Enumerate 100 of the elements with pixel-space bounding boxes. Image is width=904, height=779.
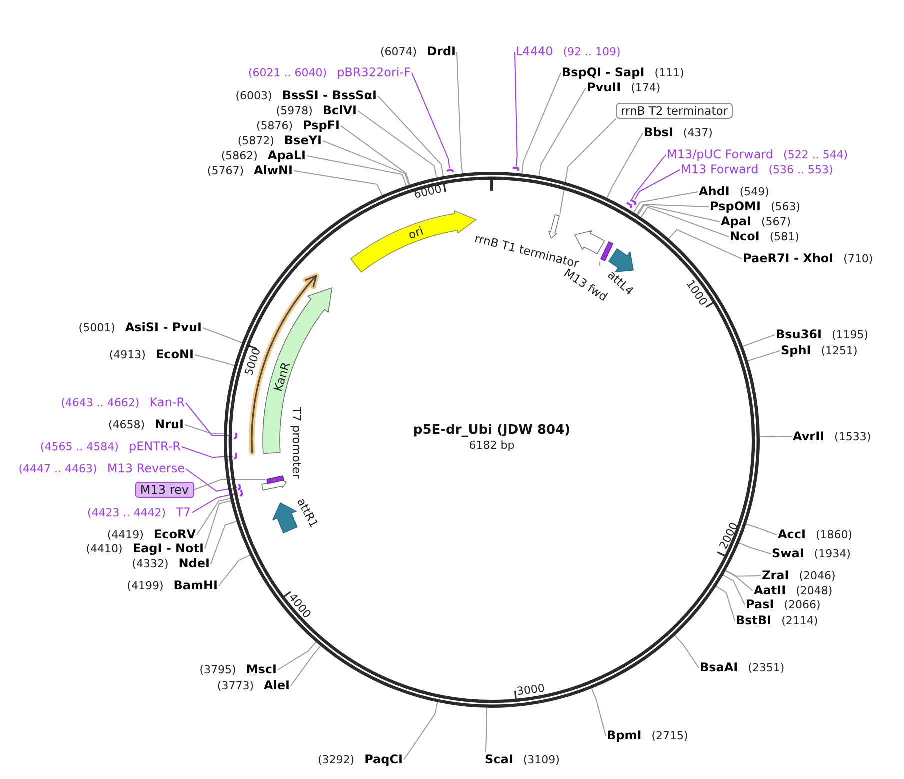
- cut-position: (3773): [217, 678, 254, 694]
- enzyme-name: ApaLI: [268, 148, 306, 164]
- leader-line: [606, 132, 644, 198]
- enzyme-name: PasI: [746, 598, 774, 612]
- primer-name: M13 Reverse: [107, 462, 185, 476]
- leader-line: [738, 542, 772, 554]
- enzyme-name: BpmI: [607, 728, 642, 744]
- cut-position: (4913): [109, 348, 146, 362]
- scale-label: 2000: [717, 520, 741, 552]
- leader-line: [722, 574, 746, 606]
- enzyme-name: ApaI: [721, 214, 752, 230]
- leader-line: [742, 334, 776, 348]
- enzyme-name: AatII: [754, 584, 786, 598]
- primer-position: (4643 .. 4662): [61, 396, 140, 410]
- primer-position: (92 .. 109): [563, 44, 621, 60]
- primer-name: M13/pUC Forward: [667, 148, 774, 162]
- cut-position: (5978): [276, 104, 313, 118]
- feature-name-tag: M13 rev: [135, 482, 194, 498]
- leader-line: [278, 642, 317, 670]
- leader-line: [591, 688, 606, 736]
- cut-position: (3109): [523, 752, 560, 768]
- primer-name: pENTR-R: [128, 440, 181, 454]
- leader-line: [725, 570, 754, 592]
- cut-position: (4199): [127, 578, 164, 594]
- enzyme-name: PspOMI: [710, 200, 761, 214]
- cut-position: (1860): [816, 528, 853, 542]
- leader-line: [599, 261, 600, 266]
- cut-position: (710): [844, 252, 874, 266]
- leader-line: [514, 52, 518, 168]
- primer-position: (522 .. 544): [784, 148, 848, 162]
- primer-name: M13 Forward: [681, 162, 759, 178]
- leader-line: [378, 96, 444, 177]
- enzyme-name: SphI: [781, 344, 812, 358]
- leader-line: [522, 72, 562, 174]
- cut-position: (437): [683, 126, 713, 140]
- primer-position: (6021 .. 6040): [248, 66, 328, 80]
- cut-position: (1251): [821, 344, 858, 358]
- enzyme-name: EagI - NotI: [132, 542, 204, 556]
- leader-line: [184, 424, 225, 435]
- cut-position: (4410): [86, 542, 123, 556]
- enzyme-name: SwaI: [772, 546, 804, 562]
- leader-line: [322, 140, 410, 186]
- leader-line: [186, 402, 233, 436]
- cut-position: (6003): [236, 88, 272, 104]
- leader-line: [404, 702, 438, 760]
- enzyme-name: MscI: [246, 662, 277, 678]
- leader-line: [194, 479, 266, 490]
- cut-position: (2114): [782, 614, 818, 628]
- enzyme-name: AccI: [778, 528, 806, 542]
- enzyme-name: EcoRV: [154, 528, 196, 542]
- cut-position: (6074): [380, 44, 418, 60]
- leader-line: [202, 328, 243, 344]
- plasmid-name: p5E-dr_Ubi (JDW 804): [413, 423, 571, 439]
- primer-position: (4565 .. 4584): [40, 440, 119, 454]
- enzyme-name: NdeI: [178, 556, 210, 572]
- enzyme-name: AleI: [264, 678, 290, 694]
- cut-position: (2046): [799, 568, 836, 584]
- leader-line: [294, 170, 383, 196]
- leader-line: [634, 170, 680, 200]
- feature-label: T7 promoter: [290, 407, 304, 479]
- primer-position: (536 .. 553): [768, 162, 834, 178]
- enzyme-name: PaqCI: [364, 752, 403, 768]
- enzyme-name: AlwNI: [254, 164, 293, 178]
- enzyme-name: AsiSI - PvuI: [125, 320, 202, 336]
- enzyme-name: Bsu36I: [776, 328, 822, 342]
- cut-position: (1533): [834, 430, 872, 444]
- cut-position: (5876): [256, 118, 294, 134]
- leader-line: [759, 436, 792, 438]
- scale-label: 3000: [516, 682, 546, 698]
- cut-position: (3292): [318, 752, 355, 768]
- enzyme-name: BseYI: [284, 134, 322, 148]
- feature-name-tag: rrnB T2 terminator: [616, 103, 733, 119]
- leader-line: [306, 156, 407, 187]
- leader-line: [638, 204, 720, 222]
- enzyme-name: BclVI: [322, 104, 357, 118]
- leader-line: [633, 192, 698, 214]
- leader-line: [630, 154, 666, 202]
- primer-name: pBR322ori-F: [337, 66, 411, 80]
- cut-position: (5862): [221, 148, 258, 164]
- leader-line: [204, 500, 232, 550]
- cut-position: (1934): [814, 546, 851, 562]
- leader-line: [412, 72, 450, 170]
- cut-position: (4332): [132, 556, 169, 572]
- cut-position: (5767): [207, 164, 244, 178]
- cut-position: (5872): [238, 134, 274, 148]
- leader-line: [640, 206, 730, 238]
- primer-name: L4440: [516, 44, 554, 60]
- cut-position: (3795): [200, 662, 236, 678]
- cut-position: (1195): [832, 328, 869, 342]
- enzyme-name: ScaI: [485, 752, 514, 768]
- feature-label: KanR: [270, 360, 294, 394]
- enzyme-name: EcoNI: [156, 348, 194, 362]
- cut-position: (4658): [108, 418, 146, 432]
- leader-line: [192, 492, 240, 514]
- cut-position: (174): [631, 80, 661, 96]
- cut-position: (567): [761, 214, 792, 230]
- leader-line: [194, 354, 235, 366]
- leader-line: [340, 126, 410, 186]
- enzyme-name: AvrII: [793, 430, 825, 444]
- enzyme-name: BamHI: [174, 578, 218, 594]
